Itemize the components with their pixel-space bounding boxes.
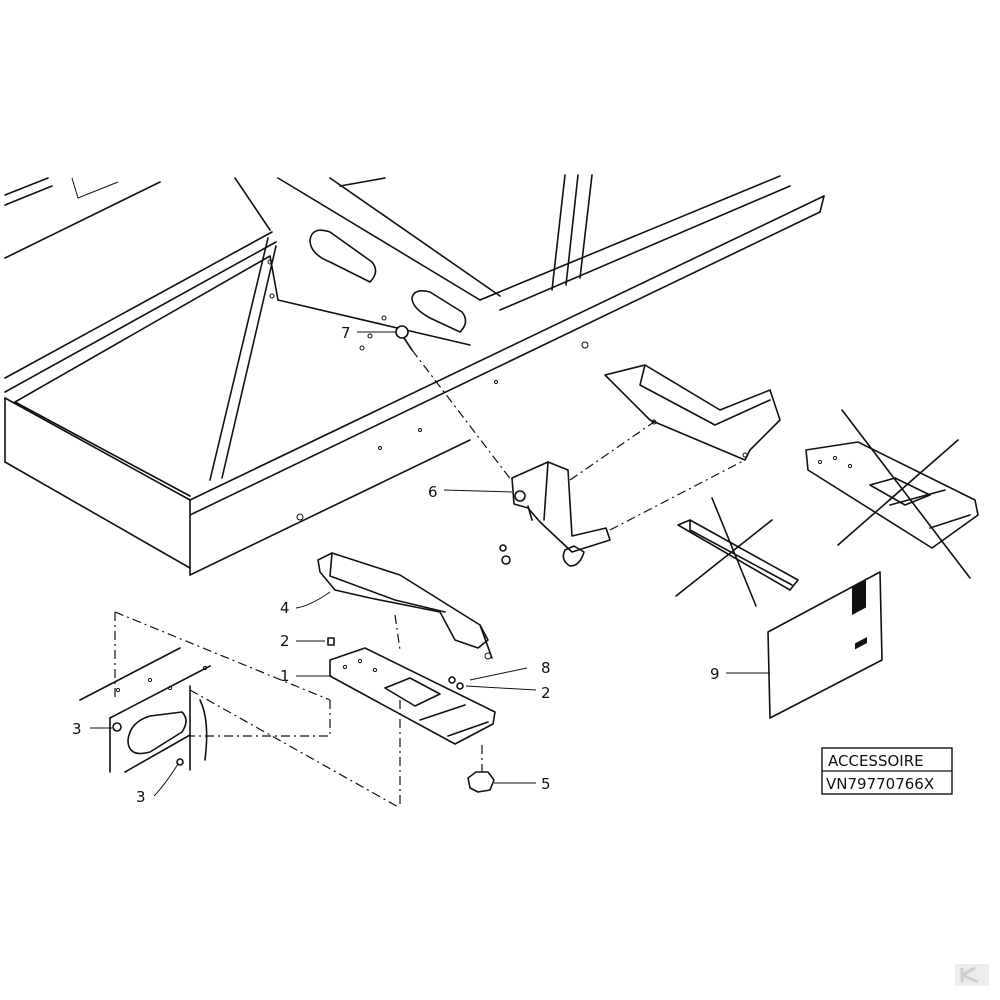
accessory-part-number: VN79770766X [826,775,934,793]
part-4-guard [317,552,493,660]
callout-3-lower: 3 [136,788,146,806]
callout-1: 1 [280,667,290,685]
accessory-code-box: ACCESSOIRE VN79770766X [821,747,953,795]
upper-guard [604,364,781,461]
accessory-label: ACCESSOIRE [828,752,924,770]
callout-8: 8 [541,659,551,677]
callout-9: 9 [710,665,720,683]
k-logo-watermark-icon [955,964,989,986]
crossed-out-bar [675,497,799,607]
part-6-bracket [499,421,746,567]
callout-4: 4 [280,599,290,617]
callout-5: 5 [541,775,551,793]
callout-6: 6 [428,483,438,501]
callout-2-right: 2 [541,684,551,702]
part-9-decal [767,571,883,719]
callout-leaders [90,331,770,797]
crossed-out-plate [805,409,979,579]
part-7-bolt [395,325,516,486]
callout-7: 7 [341,324,351,342]
chassis-frame [4,174,825,576]
mounting-beam-section [79,611,401,809]
callout-3-upper: 3 [72,720,82,738]
callout-2-upper: 2 [280,632,290,650]
